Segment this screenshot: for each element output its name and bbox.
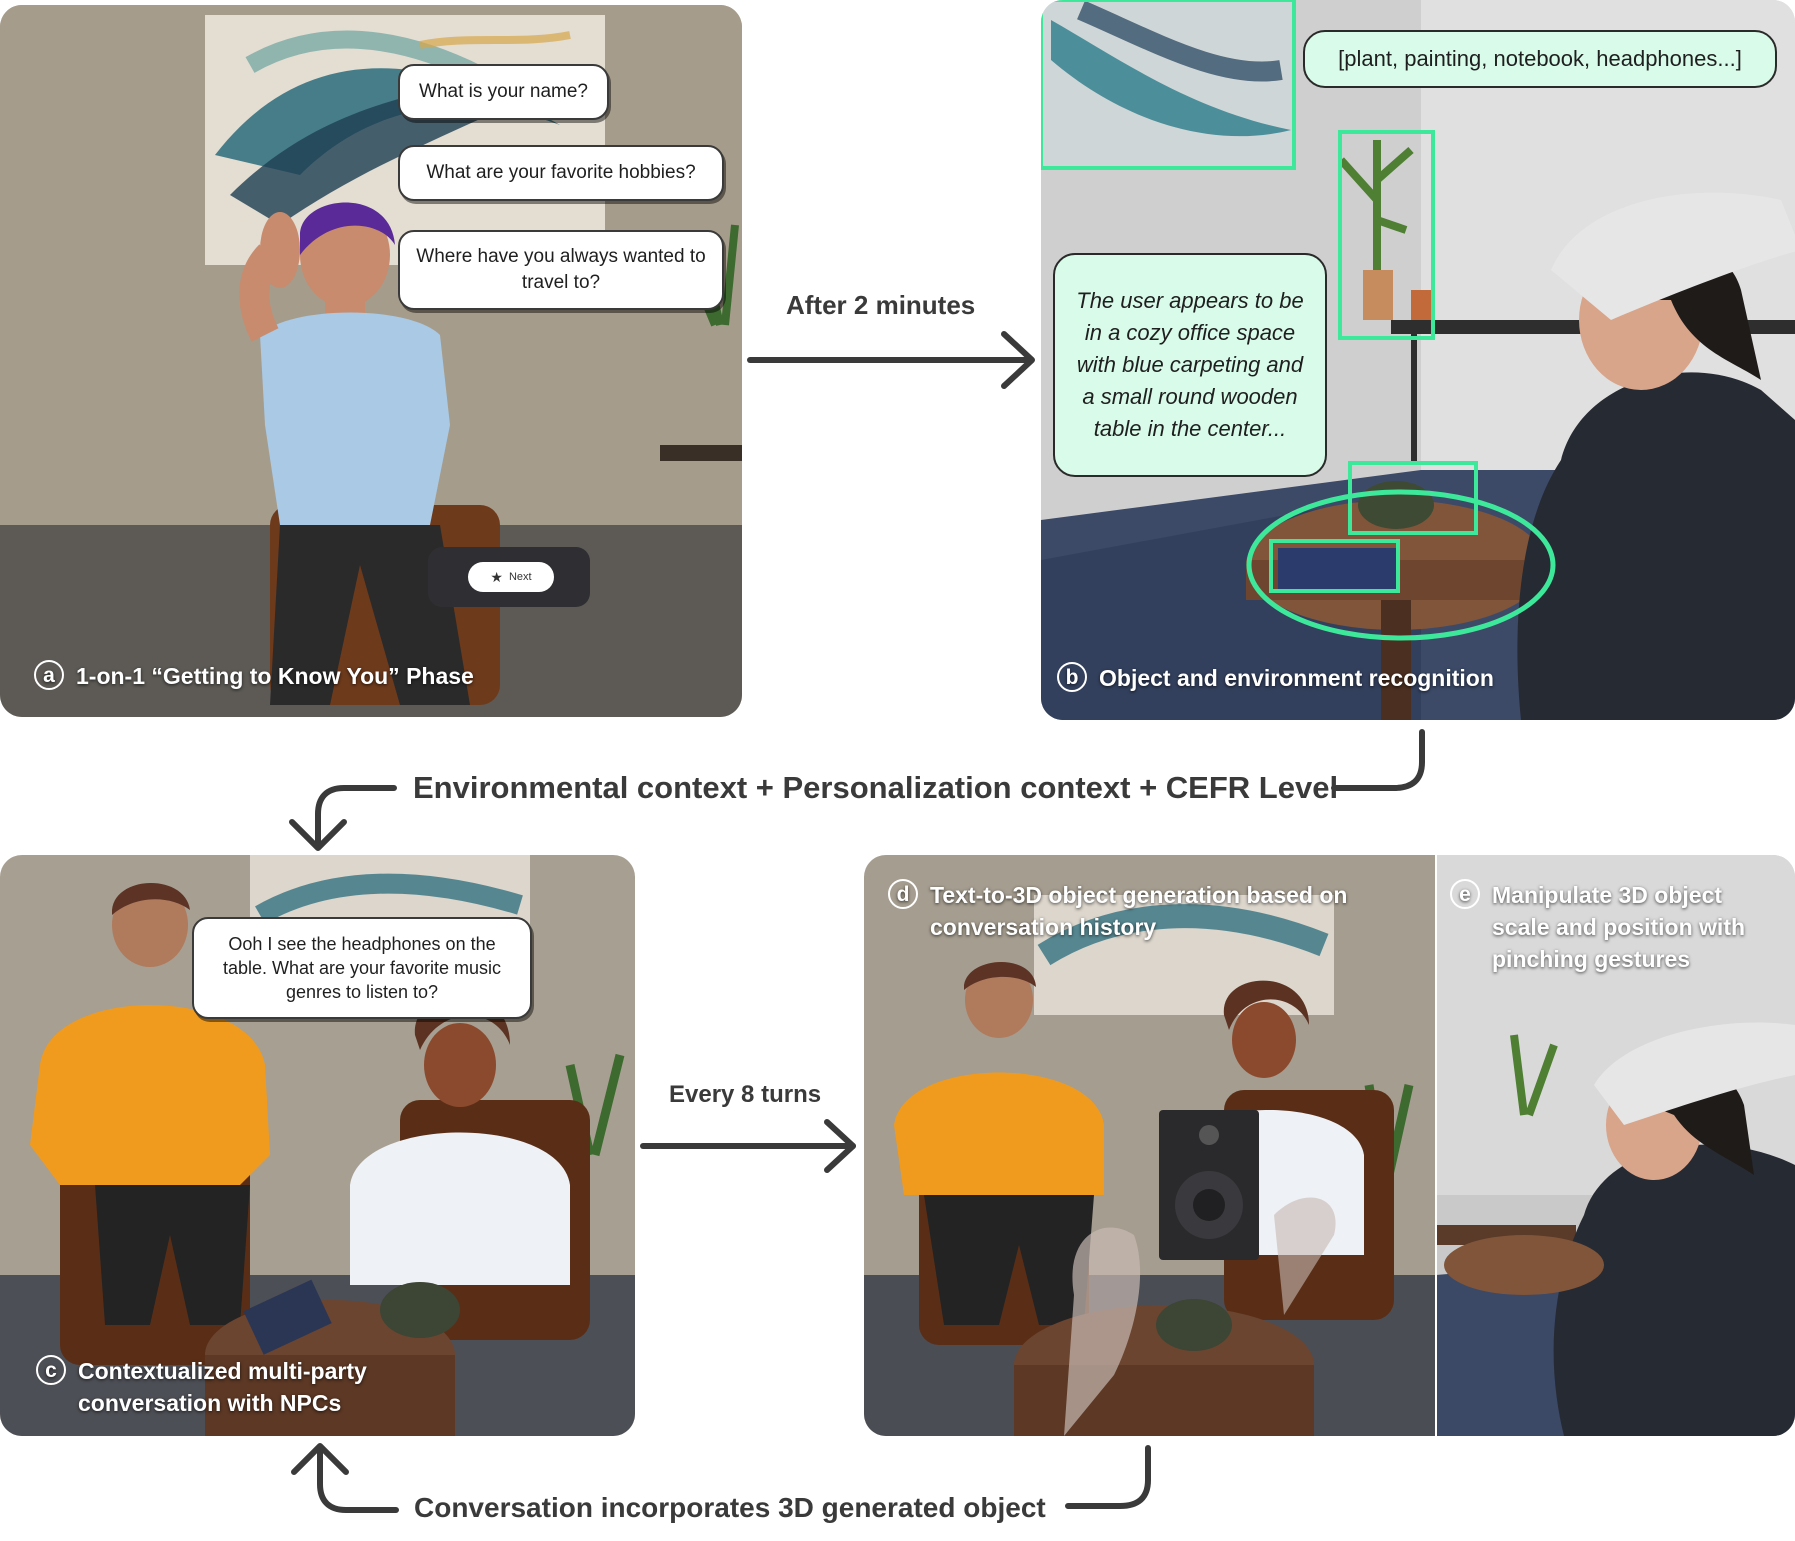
panel-d-caption-text: Text-to-3D object generation based on co… bbox=[930, 882, 1348, 941]
panel-b: [plant, painting, notebook, headphones..… bbox=[1041, 0, 1795, 720]
star-icon: ★ bbox=[490, 568, 503, 585]
panel-e-caption-text: Manipulate 3D object scale and position … bbox=[1492, 882, 1746, 973]
panel-b-caption: b Object and environment recognition bbox=[1057, 662, 1494, 694]
arrow-right-icon bbox=[640, 1119, 856, 1173]
panel-a-scene bbox=[0, 5, 742, 717]
panel-b-caption-text: Object and environment recognition bbox=[1099, 665, 1494, 691]
context-label: Environmental context + Personalization … bbox=[413, 770, 1339, 805]
question-bubble-2: What are your favorite hobbies? bbox=[398, 145, 724, 201]
every-8-turns-label: Every 8 turns bbox=[669, 1081, 822, 1108]
panel-c-caption: c Contextualized multi-party conversatio… bbox=[36, 1355, 416, 1419]
panel-d-scene bbox=[864, 855, 1795, 1436]
panel-letter-badge: a bbox=[34, 660, 64, 690]
panel-a-caption-text: 1-on-1 “Getting to Know You” Phase bbox=[76, 663, 474, 689]
panel-e-caption: e Manipulate 3D object scale and positio… bbox=[1450, 879, 1780, 976]
panel-letter-badge: d bbox=[888, 879, 918, 909]
incorporates-label: Conversation incorporates 3D generated o… bbox=[414, 1492, 1046, 1523]
environment-description-bubble: The user appears to be in a cozy office … bbox=[1053, 253, 1327, 477]
panel-d-caption: d Text-to-3D object generation based on … bbox=[888, 879, 1358, 943]
panel-de: d Text-to-3D object generation based on … bbox=[864, 855, 1795, 1436]
incorporates-return-line-icon bbox=[1065, 1445, 1151, 1509]
after-2-minutes-label: After 2 minutes bbox=[786, 290, 976, 320]
question-bubble-3: Where have you always wanted to travel t… bbox=[398, 230, 724, 310]
environment-description-text: The user appears to be in a cozy office … bbox=[1076, 288, 1304, 441]
panel-c: Ooh I see the headphones on the table. W… bbox=[0, 855, 635, 1436]
arrow-right-icon bbox=[747, 331, 1035, 389]
context-return-line-icon bbox=[1331, 729, 1425, 791]
npc-speech-bubble: Ooh I see the headphones on the table. W… bbox=[192, 917, 532, 1019]
question-bubble-1: What is your name? bbox=[398, 64, 609, 120]
object-list-text: [plant, painting, notebook, headphones..… bbox=[1338, 46, 1742, 71]
panel-a-caption: a 1-on-1 “Getting to Know You” Phase bbox=[34, 660, 474, 692]
panel-letter-badge: c bbox=[36, 1355, 66, 1385]
panel-letter-badge: e bbox=[1450, 879, 1480, 909]
next-button[interactable]: ★ Next bbox=[468, 562, 554, 592]
arrow-down-icon bbox=[289, 785, 397, 851]
next-button-label: Next bbox=[508, 571, 532, 583]
panel-a: ★ Next What is your name? What are your … bbox=[0, 5, 742, 717]
object-list-bubble: [plant, painting, notebook, headphones..… bbox=[1303, 30, 1777, 88]
panel-letter-badge: b bbox=[1057, 662, 1087, 692]
panel-c-caption-text: Contextualized multi-party conversation … bbox=[78, 1358, 367, 1417]
arrow-up-icon bbox=[291, 1443, 399, 1513]
